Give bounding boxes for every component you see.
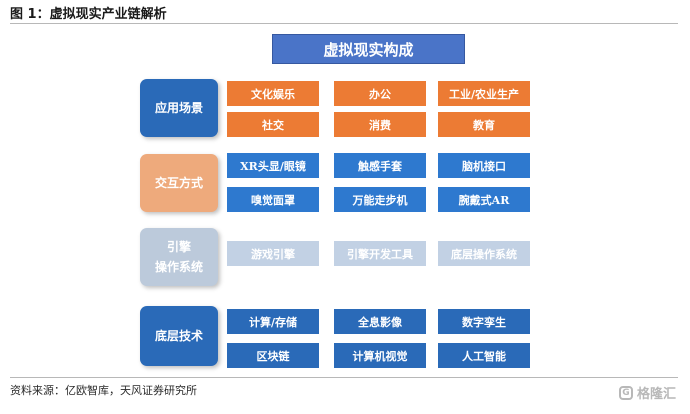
category-application: 应用场景 bbox=[140, 79, 218, 137]
category-engine-label-line1: 引擎 bbox=[166, 240, 191, 254]
app-item-social: 社交 bbox=[227, 112, 319, 137]
engine-item-game-engine: 游戏引擎 bbox=[227, 241, 319, 266]
base-item-computer-vision: 计算机视觉 bbox=[334, 343, 426, 368]
diagram-header: 虚拟现实构成 bbox=[272, 34, 465, 64]
bottom-divider bbox=[10, 377, 678, 378]
watermark: G 格隆汇 bbox=[618, 383, 676, 402]
figure-title: 图 1：虚拟现实产业链解析 bbox=[10, 7, 167, 22]
watermark-logo-icon: G bbox=[618, 385, 633, 400]
app-item-consumption: 消费 bbox=[334, 112, 426, 137]
source-note: 资料来源：亿欧智库，天风证券研究所 bbox=[10, 384, 197, 397]
app-item-industry-agriculture: 工业/农业生产 bbox=[438, 81, 530, 106]
interaction-item-olfactory-mask: 嗅觉面罩 bbox=[227, 187, 319, 212]
category-engine-label-line2: 操作系统 bbox=[154, 260, 203, 274]
category-interaction-label: 交互方式 bbox=[154, 176, 203, 190]
base-item-ai: 人工智能 bbox=[438, 343, 530, 368]
top-divider bbox=[10, 23, 678, 24]
interaction-item-brain-computer: 脑机接口 bbox=[438, 153, 530, 178]
category-base-label: 底层技术 bbox=[154, 329, 203, 343]
interaction-item-haptic-glove: 触感手套 bbox=[334, 153, 426, 178]
category-engine-os: 引擎 操作系统 bbox=[140, 228, 218, 286]
app-item-education: 教育 bbox=[438, 112, 530, 137]
base-item-compute-storage: 计算/存储 bbox=[227, 309, 319, 334]
app-item-culture-entertainment: 文化娱乐 bbox=[227, 81, 319, 106]
engine-item-base-os: 底层操作系统 bbox=[438, 241, 530, 266]
interaction-item-xr-headset: XR头显/眼镜 bbox=[227, 153, 319, 178]
base-item-digital-twin: 数字孪生 bbox=[438, 309, 530, 334]
watermark-text: 格隆汇 bbox=[636, 387, 676, 402]
category-interaction: 交互方式 bbox=[140, 154, 218, 212]
interaction-item-wrist-ar: 腕戴式AR bbox=[438, 187, 530, 212]
category-base-tech: 底层技术 bbox=[140, 306, 218, 366]
base-item-holography: 全息影像 bbox=[334, 309, 426, 334]
category-application-label: 应用场景 bbox=[154, 101, 203, 115]
interaction-item-treadmill: 万能走步机 bbox=[334, 187, 426, 212]
app-item-office: 办公 bbox=[334, 81, 426, 106]
base-item-blockchain: 区块链 bbox=[227, 343, 319, 368]
engine-item-dev-tools: 引擎开发工具 bbox=[334, 241, 426, 266]
